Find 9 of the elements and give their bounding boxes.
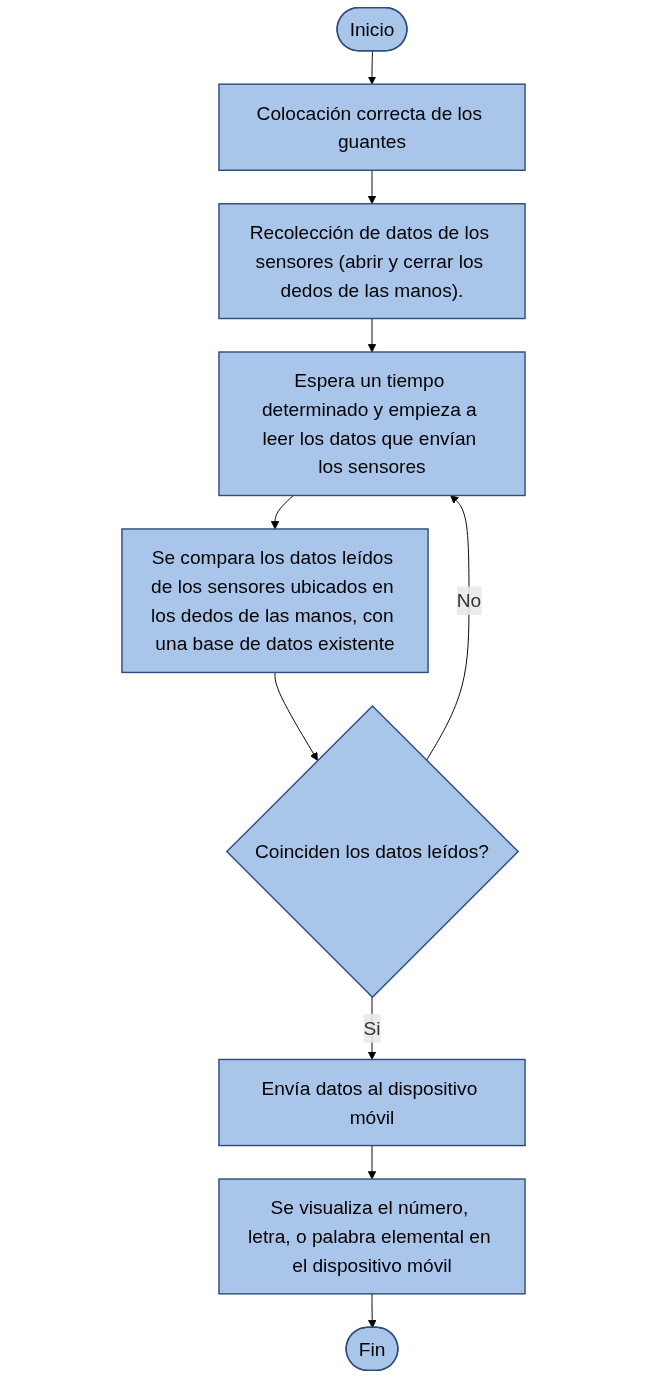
node-box: Recolección de datos de los sensores (abrir y cerrar los dedos de las manos).: [218, 203, 526, 320]
edge-label: Si: [363, 1017, 381, 1039]
edge-label: No: [456, 590, 482, 612]
node-box: Se compara los datos leídos de los sensores ubicados en los dedos de las manos, con una base de datos existente: [121, 528, 429, 674]
node-diamond: Coinciden los datos leídos?: [225, 704, 520, 999]
node-box: Se visualiza el número, letra, o palabra elemental en el dispositivo móvil: [218, 1178, 526, 1295]
node-box: Envía datos al dispositivo móvil: [218, 1058, 526, 1147]
node-box: Colocación correcta de los guantes: [218, 83, 526, 171]
node-box: Espera un tiempo determinado y empieza a leer los datos que envían los sensores: [218, 351, 526, 497]
